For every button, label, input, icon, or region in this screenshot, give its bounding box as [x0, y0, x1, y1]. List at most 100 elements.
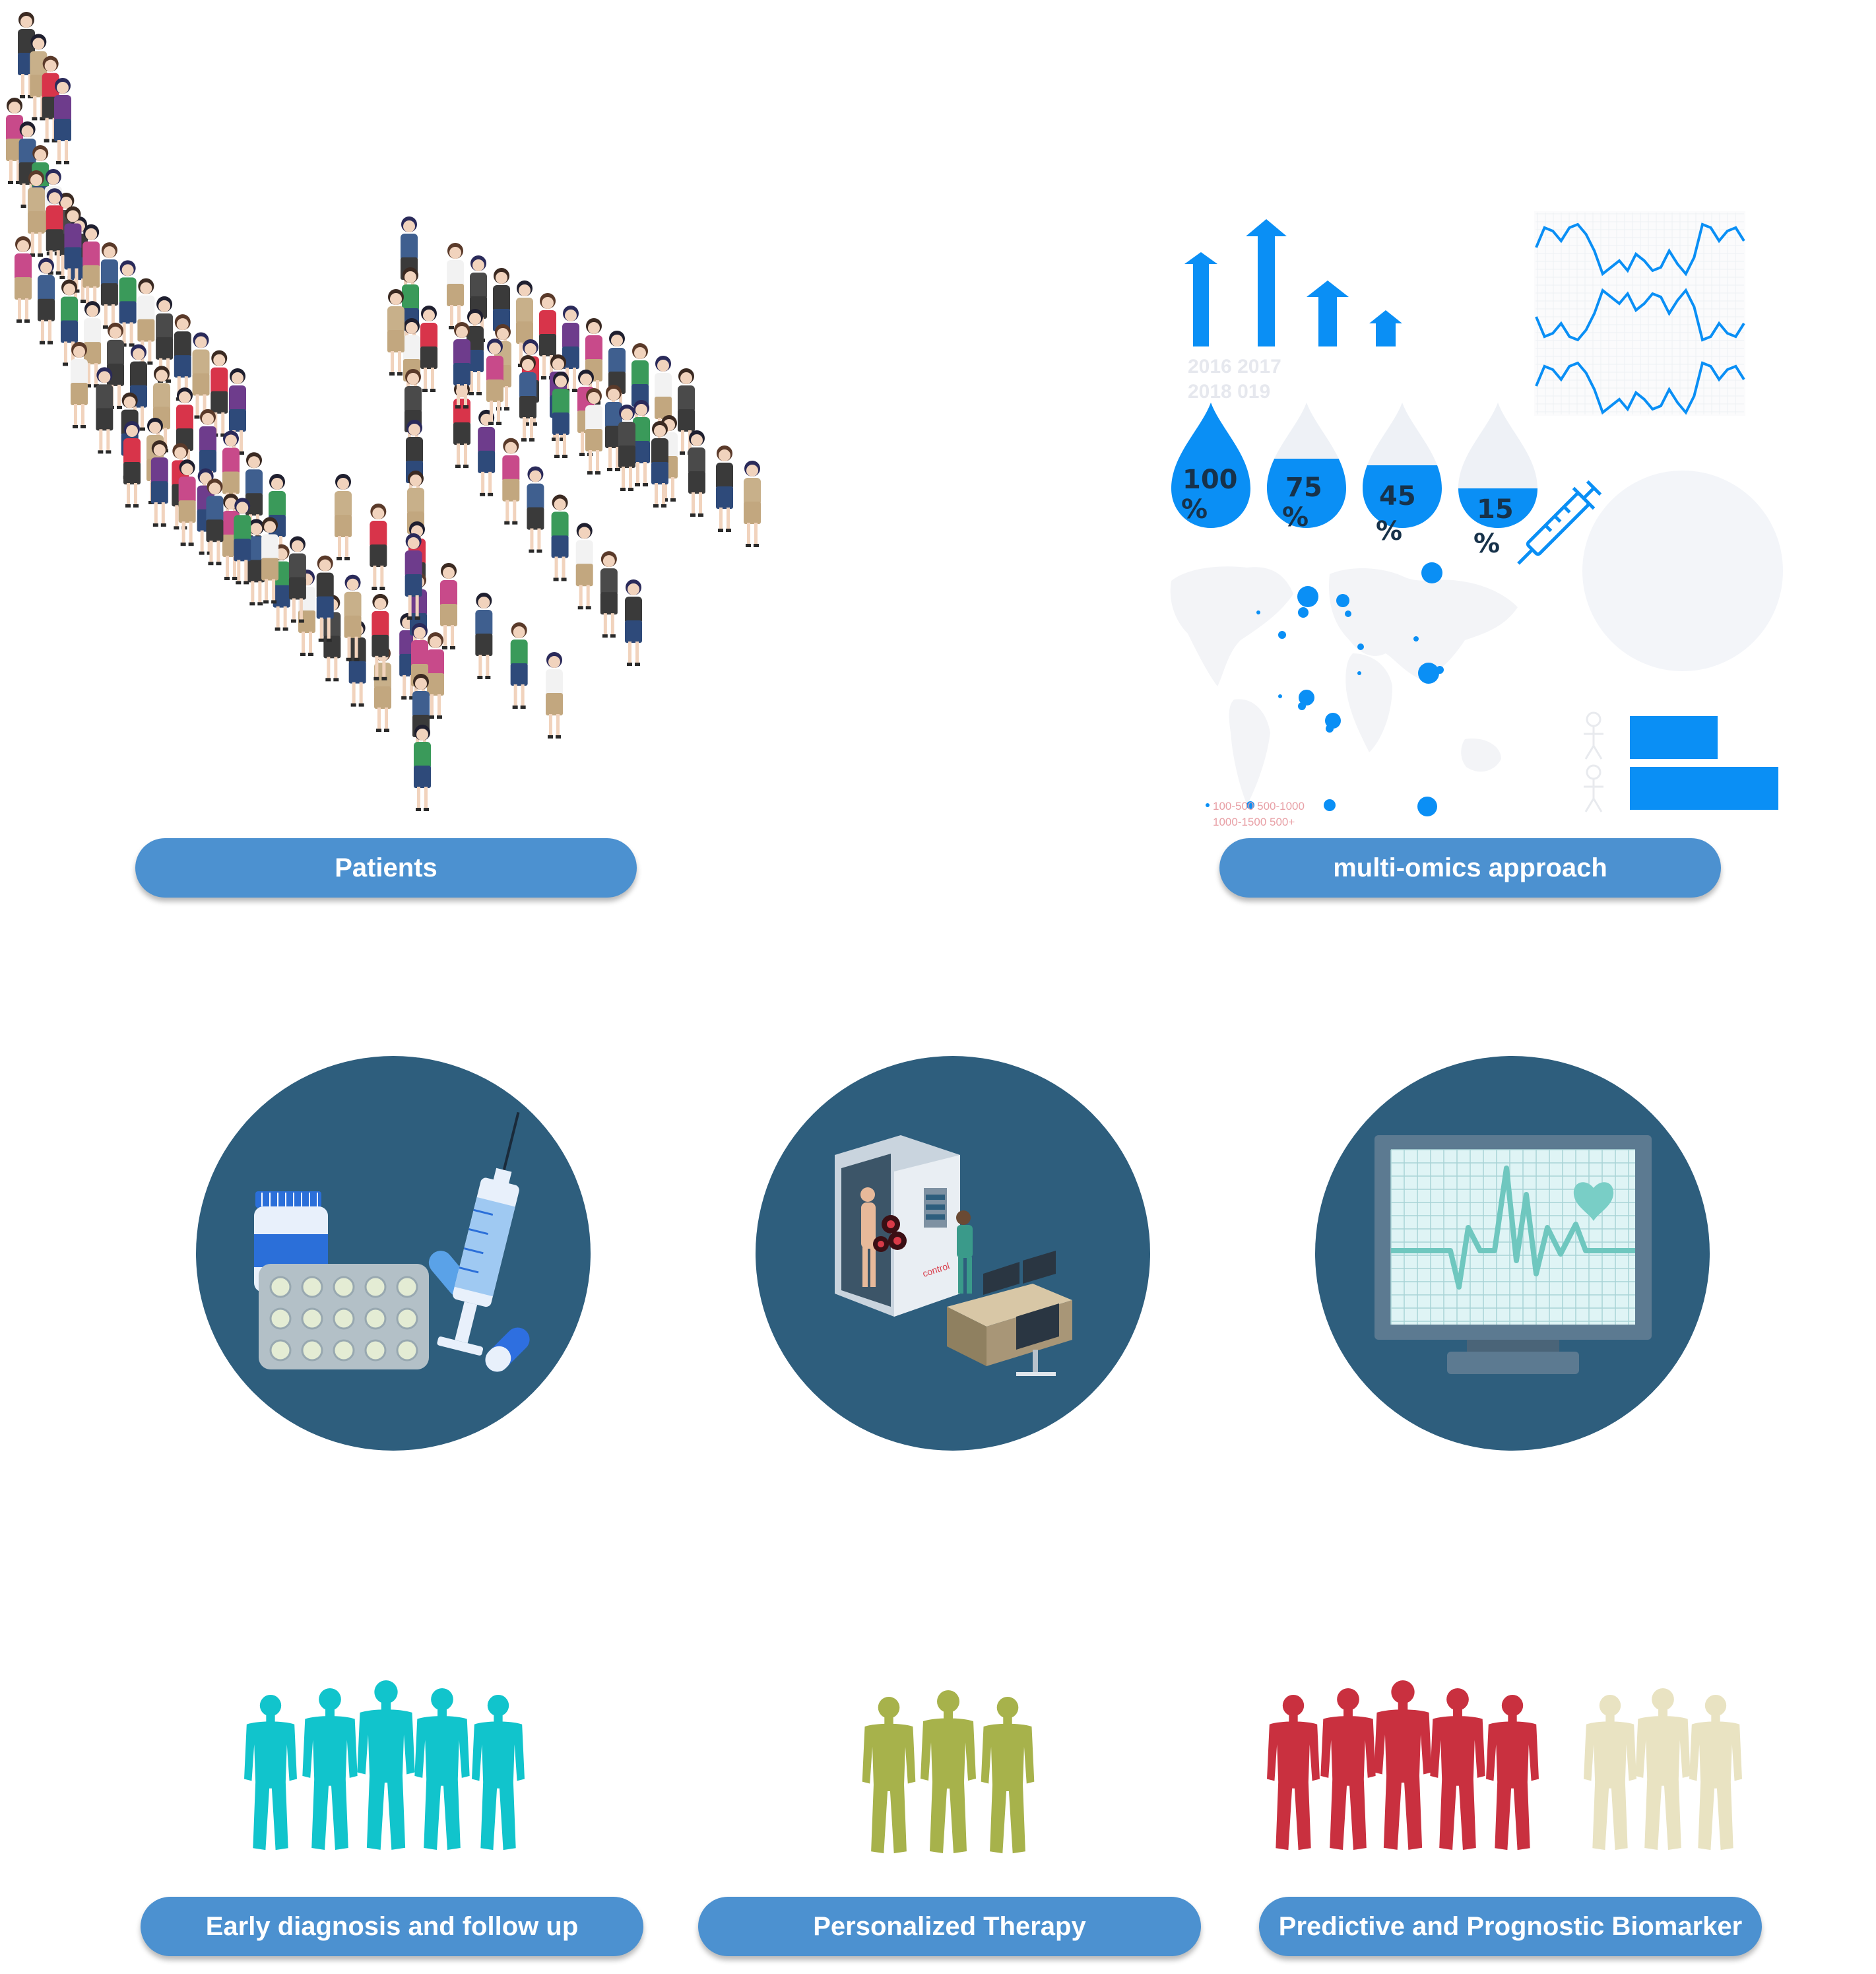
drop-value: 75	[1285, 473, 1322, 503]
human-silhouette	[921, 1690, 976, 1853]
patient-figure	[618, 405, 635, 491]
drop-15: 15 %	[1458, 403, 1537, 559]
map-legend-2: 1000-1500 500+	[1213, 816, 1295, 828]
patient-figure	[84, 301, 101, 388]
multi-omics-infographic: 2016 2017 2018 019 100 % 75 % 45 %	[1170, 211, 1783, 828]
patient-figure	[420, 306, 437, 392]
patient-figure	[372, 593, 389, 680]
patient-figure	[100, 242, 118, 329]
drop-value: 45	[1379, 481, 1416, 511]
heart-monitor-icon	[1375, 1135, 1652, 1374]
patient-figure	[546, 652, 563, 739]
patient-figure	[502, 438, 520, 525]
drop-100: 100 %	[1171, 403, 1250, 528]
human-silhouette	[244, 1694, 297, 1851]
personalized-therapy-people-group	[862, 1690, 1035, 1854]
human-silhouette	[1430, 1688, 1485, 1851]
human-silhouette	[1374, 1680, 1432, 1850]
patient-figure	[539, 293, 556, 379]
patient-figure	[478, 409, 496, 496]
patients-label: Patients	[135, 838, 637, 898]
patient-figure	[551, 494, 569, 581]
patient-figure	[288, 536, 306, 623]
body-scanner-icon: control	[835, 1135, 1072, 1376]
patient-figure	[527, 466, 544, 553]
human-silhouette	[472, 1694, 525, 1851]
patient-figure	[585, 388, 602, 475]
patient-figure	[552, 372, 569, 458]
early-diagnosis-people-group	[244, 1680, 525, 1851]
personalized-therapy-label: Personalized Therapy	[698, 1897, 1201, 1956]
patient-figure	[46, 188, 63, 275]
multi-omics-label: multi-omics approach	[1219, 838, 1721, 898]
drop-75: 75 %	[1267, 403, 1346, 533]
patient-figure	[440, 563, 457, 649]
patient-figure	[404, 533, 422, 620]
patient-figure	[427, 632, 444, 719]
patient-figure	[28, 170, 45, 257]
patient-figure	[475, 593, 493, 679]
patients-crowd-illustration	[6, 12, 761, 811]
patient-figure	[370, 504, 387, 590]
bar-long	[1630, 767, 1778, 810]
patient-figure	[335, 474, 352, 560]
patient-figure	[178, 459, 196, 546]
patient-figure	[633, 400, 650, 486]
patient-figure	[64, 206, 82, 293]
patient-figure	[510, 622, 528, 709]
patient-figure	[119, 260, 137, 347]
percentage-drops: 100 % 75 % 45 % 15 %	[1171, 403, 1537, 559]
early-diagnosis-label: Early diagnosis and follow up	[141, 1897, 643, 1956]
biomarker-people-group	[1267, 1680, 1742, 1851]
patient-figure	[344, 574, 362, 661]
patient-figure	[575, 523, 593, 610]
patient-figure	[247, 519, 265, 606]
ecg-waves-icon	[1534, 211, 1745, 416]
drop-unit: %	[1181, 494, 1208, 525]
drop-unit: %	[1473, 529, 1500, 559]
patient-figure	[387, 289, 404, 376]
patient-figure	[261, 517, 279, 604]
bar-short	[1630, 716, 1718, 759]
patient-figure	[174, 314, 191, 401]
patient-figure	[447, 243, 464, 329]
syringe-icon	[1517, 480, 1602, 565]
patient-figure	[600, 551, 618, 638]
human-silhouette	[862, 1696, 916, 1854]
human-silhouette	[1267, 1694, 1320, 1851]
drop-value: 15	[1477, 494, 1514, 525]
patient-figure	[716, 445, 733, 532]
patient-figure	[6, 98, 23, 184]
patient-figure	[625, 579, 642, 666]
patient-figure	[210, 350, 228, 437]
patient-figure	[123, 421, 141, 508]
years-text-1: 2016 2017	[1188, 356, 1281, 378]
patient-figure	[414, 725, 431, 811]
patient-figure	[453, 381, 470, 468]
human-silhouette	[357, 1680, 415, 1850]
patient-figure	[38, 257, 55, 345]
patient-figure	[467, 309, 484, 395]
medicine-circle	[196, 1056, 591, 1451]
patient-figure	[71, 342, 88, 428]
patient-figure	[15, 236, 32, 323]
patient-figure	[206, 478, 224, 566]
drop-45: 45 %	[1363, 403, 1442, 546]
patient-figure	[486, 339, 503, 425]
patient-figure	[316, 555, 334, 642]
human-silhouette	[414, 1688, 470, 1851]
growth-arrows-icon	[1184, 219, 1402, 346]
patient-figure	[631, 343, 649, 430]
patient-figure	[54, 78, 71, 164]
human-silhouette	[1486, 1694, 1539, 1851]
human-silhouette	[1320, 1688, 1376, 1851]
human-silhouette	[1689, 1694, 1742, 1851]
human-silhouette	[302, 1688, 358, 1851]
biomarker-label: Predictive and Prognostic Biomarker	[1259, 1897, 1762, 1956]
map-legend-1: 100-500 500-1000	[1213, 800, 1305, 812]
patient-figure	[96, 367, 113, 454]
monitor-circle	[1315, 1056, 1710, 1451]
person-outline-icon	[1584, 711, 1603, 812]
patient-figure	[519, 355, 536, 442]
patient-figure	[150, 440, 168, 527]
